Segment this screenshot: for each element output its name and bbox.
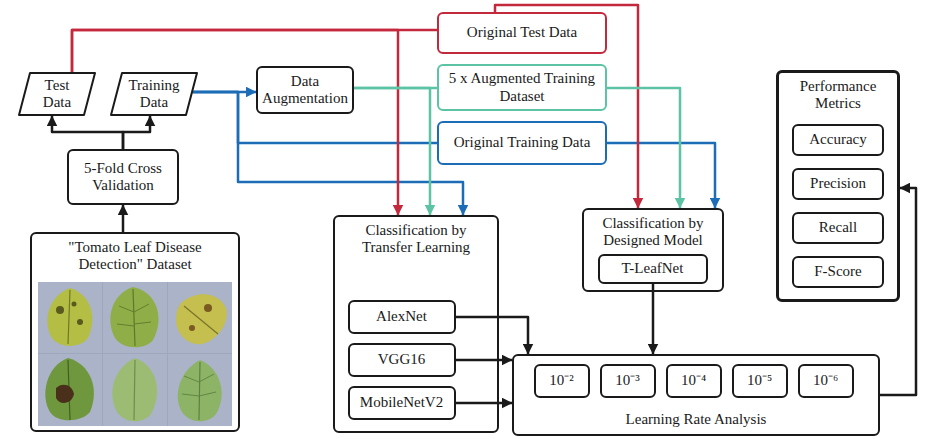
model-box: MobileNetV2 <box>348 386 456 420</box>
leaf-tile <box>103 354 167 426</box>
leaf-tile <box>38 354 102 426</box>
box-label: 10⁻² <box>549 372 574 389</box>
box-label: MobileNetV2 <box>360 394 443 411</box>
group-heading: Classification by Designed Model <box>584 210 722 250</box>
box-label: Test Data <box>33 77 81 112</box>
flow-connector <box>122 205 125 232</box>
flow-connector <box>123 116 150 149</box>
box-label: 10⁻⁶ <box>813 372 838 389</box>
metric-box: F-Score <box>792 256 884 288</box>
metrics-panel: Performance MetricsAccuracyPrecisionReca… <box>776 70 900 302</box>
box-label: VGG16 <box>378 351 426 368</box>
process-box: 5-Fold Cross Validation <box>67 149 179 205</box>
group-heading: Performance Metrics <box>779 73 897 113</box>
box-label: Accuracy <box>809 131 866 148</box>
box-label: 5-Fold Cross Validation <box>76 160 170 195</box>
box-label: Recall <box>819 219 857 236</box>
model-box: VGG16 <box>348 343 456 377</box>
rate-box: 10⁻⁴ <box>666 364 722 398</box>
image-ground <box>38 282 232 426</box>
flow-connector <box>652 284 655 355</box>
flow-connector <box>354 88 430 215</box>
process-box: Data Augmentation <box>256 66 354 114</box>
flow-connector <box>72 30 437 72</box>
model-box: T-LeafNet <box>598 254 708 284</box>
leaf-tile <box>168 282 232 353</box>
box-label: 5 x Augmented Training Dataset <box>446 70 598 105</box>
metric-box: Accuracy <box>792 124 884 156</box>
parallelogram-shape <box>111 73 197 115</box>
dataset-panel: "Tomato Leaf Disease Detection" Dataset <box>30 232 240 432</box>
data-parallelogram: Training Data <box>110 72 198 116</box>
group-heading: "Tomato Leaf Disease Detection" Dataset <box>32 234 238 274</box>
flow-connector <box>607 88 680 208</box>
flow-connector <box>456 317 529 354</box>
box-label: T-LeafNet <box>622 260 684 277</box>
box-label: 10⁻⁵ <box>747 372 772 389</box>
parallelogram-shape <box>19 73 95 115</box>
box-label: Training Data <box>125 77 183 112</box>
box-label: Original Training Data <box>454 134 591 151</box>
leaf-tile <box>38 282 102 353</box>
flow-connector <box>456 359 513 362</box>
box-label: Precision <box>810 175 866 192</box>
metric-box: Recall <box>792 212 884 244</box>
rate-box: 10⁻⁵ <box>732 364 788 398</box>
model-group: Classification by Transfer LearningAlexN… <box>333 215 499 433</box>
leaf-tile <box>103 282 167 353</box>
flow-connector <box>456 402 513 405</box>
leaf-image-grid <box>38 282 232 426</box>
data-label-box: Original Training Data <box>437 121 607 165</box>
leaf-tile <box>168 354 232 426</box>
box-label: Original Test Data <box>467 24 577 41</box>
group-heading: Learning Rate Analysis <box>626 411 767 428</box>
box-label: 10⁻⁴ <box>681 372 706 389</box>
box-label: F-Score <box>814 263 862 280</box>
flow-connector <box>52 116 123 149</box>
flow-connector <box>607 143 715 208</box>
rate-box: 10⁻⁶ <box>798 364 854 398</box>
box-label: AlexNet <box>376 308 427 325</box>
data-parallelogram: Test Data <box>18 72 96 116</box>
box-label: Data Augmentation <box>262 73 348 108</box>
data-label-box: 5 x Augmented Training Dataset <box>437 64 607 111</box>
analysis-panel: Learning Rate Analysis 10⁻² 10⁻³ 10⁻⁴ 10⁻⁵ 10… <box>512 354 880 436</box>
box-label: 10⁻³ <box>615 372 640 389</box>
flow-connector <box>72 30 398 215</box>
rate-box: 10⁻³ <box>600 364 656 398</box>
metric-box: Precision <box>792 168 884 200</box>
model-box: AlexNet <box>348 300 456 334</box>
rate-box: 10⁻² <box>534 364 590 398</box>
group-heading: Classification by Transfer Learning <box>335 217 497 257</box>
model-group: Classification by Designed ModelT-LeafNe… <box>582 208 724 292</box>
data-label-box: Original Test Data <box>437 12 607 54</box>
